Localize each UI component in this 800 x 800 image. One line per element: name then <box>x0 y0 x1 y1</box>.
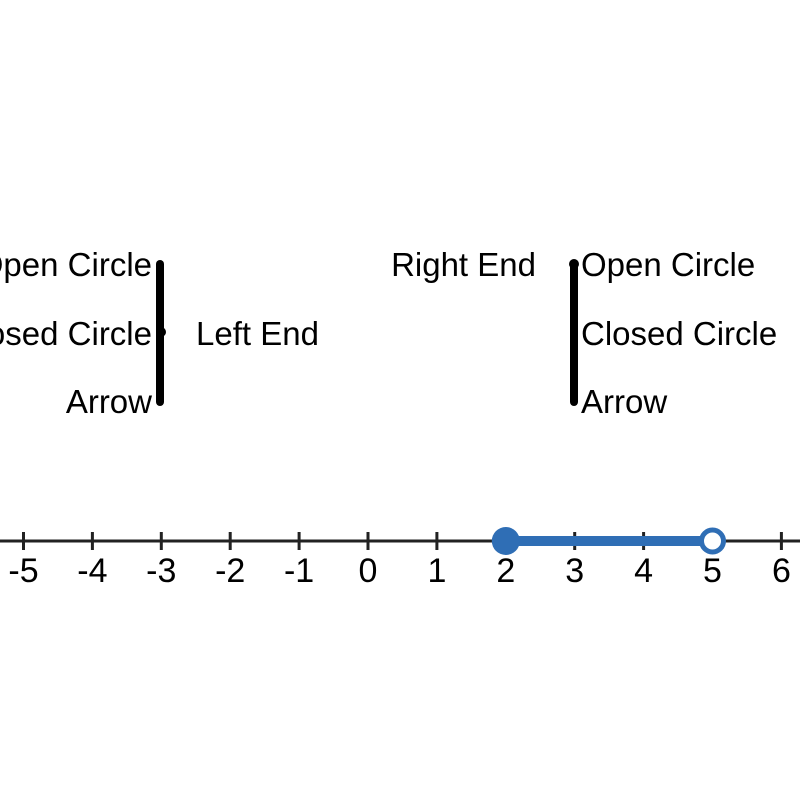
right-end-title: Right End <box>391 246 536 283</box>
tick-label: 4 <box>634 552 653 590</box>
left-end-title: Left End <box>196 315 319 352</box>
tick-label: -1 <box>284 552 314 590</box>
right-option-closed-circle[interactable]: Closed Circle <box>581 315 777 352</box>
left-option-open-circle[interactable]: Open Circle <box>0 246 152 283</box>
left-end-selector[interactable]: Open Circle Closed Circle Arrow Left End <box>0 246 319 420</box>
tick-label: -2 <box>215 552 245 590</box>
tick-label: 6 <box>772 552 791 590</box>
tick-label: 2 <box>496 552 515 590</box>
tick-label: 0 <box>359 552 378 590</box>
left-option-closed-circle[interactable]: Closed Circle <box>0 315 152 352</box>
right-selector-knob[interactable] <box>569 259 579 269</box>
tick-labels: -5 -4 -3 -2 -1 0 1 2 3 4 5 6 <box>8 552 790 590</box>
right-end-selector[interactable]: Right End Open Circle Closed Circle Arro… <box>391 246 777 420</box>
tick-label: -3 <box>146 552 176 590</box>
interval-left-endpoint[interactable] <box>491 527 520 555</box>
left-selector-knob[interactable] <box>156 327 166 337</box>
right-option-arrow[interactable]: Arrow <box>581 383 667 420</box>
right-option-open-circle[interactable]: Open Circle <box>581 246 755 283</box>
tick-label: 3 <box>565 552 584 590</box>
interval-right-endpoint[interactable] <box>699 527 726 555</box>
interval-graph[interactable] <box>491 527 726 555</box>
tick-label: -4 <box>77 552 107 590</box>
tick-label: 1 <box>427 552 446 590</box>
tick-label: 5 <box>703 552 722 590</box>
tick-label: -5 <box>8 552 38 590</box>
left-option-arrow[interactable]: Arrow <box>66 383 152 420</box>
